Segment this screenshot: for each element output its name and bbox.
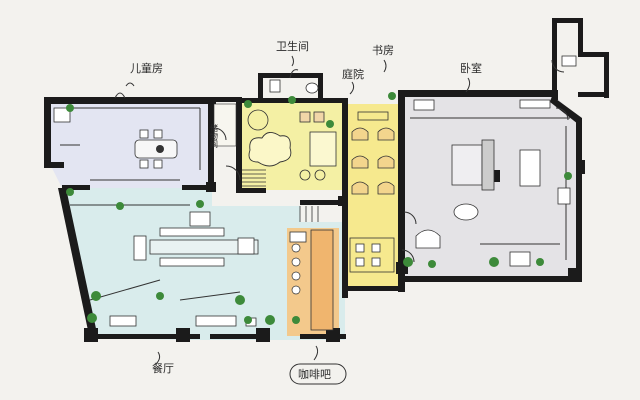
label-cafe-bar: 咖啡吧: [298, 367, 331, 381]
study-furniture: [349, 111, 395, 273]
label-storage: 储物间: [210, 123, 219, 149]
label-courtyard: 庭院: [342, 67, 364, 81]
plants: [66, 92, 572, 325]
courtyard-furniture: [247, 109, 337, 181]
label-bedroom: 卧室: [460, 61, 482, 75]
room-labels: 儿童房 卫生间 书房 庭院 卧室 储物间 餐厅 咖啡吧: [125, 39, 482, 385]
bedroom-furniture: [410, 55, 577, 267]
cafe-bar-label-group: 咖啡吧: [289, 345, 347, 385]
dining-furniture: [70, 204, 259, 327]
bathroom-fixtures: [269, 69, 319, 94]
label-bathroom: 卫生间: [276, 39, 309, 53]
label-study: 书房: [372, 44, 394, 57]
walls: [44, 18, 609, 342]
label-restaurant: 餐厅: [152, 361, 174, 375]
kids-room-fill: [48, 102, 212, 188]
door-swings: [213, 59, 569, 263]
kids-room-furniture: [53, 92, 201, 181]
label-kids-room: 儿童房: [130, 61, 163, 75]
stairs: [242, 169, 319, 222]
cafe-furniture: [289, 229, 334, 331]
storage-area: [213, 103, 237, 147]
